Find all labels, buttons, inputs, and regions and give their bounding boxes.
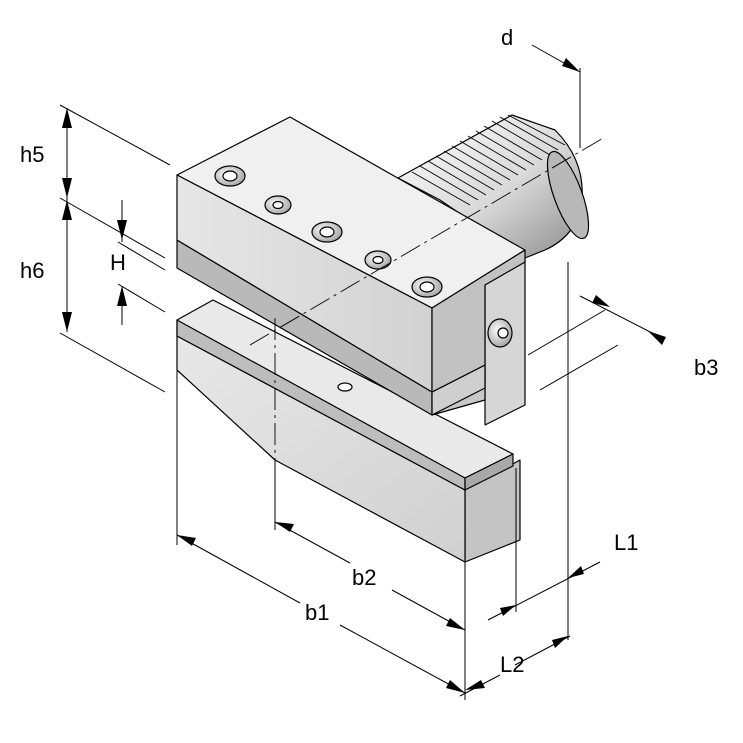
lower-base-block <box>176 299 521 563</box>
screw-icon <box>214 165 246 187</box>
dimension-lines <box>59 44 663 700</box>
label-L1: L1 <box>614 530 638 555</box>
arrowheads <box>62 58 666 693</box>
label-L2: L2 <box>500 652 524 677</box>
clamp-screws <box>214 165 443 298</box>
screw-icon <box>364 250 392 270</box>
label-d: d <box>501 25 513 50</box>
label-H: H <box>110 250 126 275</box>
label-b3: b3 <box>694 355 718 380</box>
oil-hole-icon <box>337 382 353 392</box>
label-b2: b2 <box>352 565 376 590</box>
label-h6: h6 <box>20 258 44 283</box>
screw-icon <box>311 221 343 243</box>
dimension-labels: d h5 h6 H b3 L1 L2 b1 b2 <box>20 25 718 677</box>
upper-clamp-block <box>176 116 526 416</box>
serration-teeth <box>411 114 566 206</box>
serrated-shaft <box>397 114 590 259</box>
label-h5: h5 <box>20 142 44 167</box>
screw-icon <box>264 195 292 215</box>
screw-icon <box>411 276 443 298</box>
label-b1: b1 <box>305 600 329 625</box>
